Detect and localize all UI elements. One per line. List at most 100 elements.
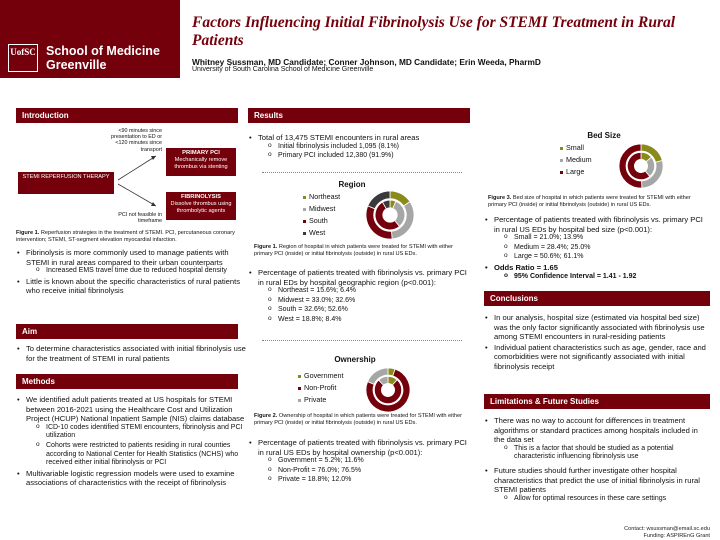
bedsize-legend: Small Medium Large <box>560 142 620 178</box>
legend-item: West <box>303 227 383 239</box>
intro-bullet-1-text: Fibrinolysis is more commonly used to ma… <box>26 248 229 267</box>
contact-info: Contact: wsussman@email.sc.edu <box>624 526 710 532</box>
limitations-bullet-1-text: There was no way to account for differen… <box>494 416 698 445</box>
legend-label: Private <box>304 395 327 404</box>
introduction-content: Fibrinolysis is more commonly used to ma… <box>16 248 246 297</box>
legend-label: Non-Profit <box>304 383 337 392</box>
limitations-content: There was no way to account for differen… <box>484 416 710 504</box>
region-chart-title: Region <box>338 180 366 189</box>
primary-pci-title: PRIMARY PCI <box>182 150 220 156</box>
figure1-intro-caption: Figure 1. Reperfusion strategies in the … <box>16 230 238 243</box>
ownership-donut-chart <box>365 367 411 413</box>
confidence-interval: 95% Confidence Interval = 1.41 - 1.92 <box>494 272 710 282</box>
aim-content: To determine characteristics associated … <box>16 344 246 364</box>
diagram-connectors <box>117 155 157 207</box>
divider-2 <box>262 340 462 341</box>
methods-content: We identified adult patients treated at … <box>16 395 246 489</box>
timing-note: <90 minutes since presentation to ED or … <box>111 128 162 153</box>
ownership-bullet: Percentage of patients treated with fibr… <box>248 438 472 485</box>
methods-header: Methods <box>16 374 238 389</box>
region-item: Midwest = 33.0%; 32.6% <box>258 296 472 306</box>
inner-slice-south <box>374 201 401 231</box>
region-legend: Northeast Midwest South West <box>303 191 383 239</box>
conclusions-bullet-1: In our analysis, hospital size (estimate… <box>484 313 710 342</box>
results-header: Results <box>248 108 470 123</box>
conclusions-content: In our analysis, hospital size (estimate… <box>484 313 710 373</box>
limitations-bullet-1: There was no way to account for differen… <box>484 416 710 462</box>
outer-slice-west <box>367 190 391 210</box>
results-summary: Total of 13,475 STEMI encounters in rura… <box>248 133 470 162</box>
inner-slice-non-profit <box>373 379 403 405</box>
legend-label: Northeast <box>309 192 341 201</box>
inner-slice-large <box>627 151 651 181</box>
affiliation: University of South Carolina School of M… <box>192 66 374 73</box>
intro-sub-1: Increased EMS travel time due to reduced… <box>26 266 246 276</box>
fibrinolysis-title: FIBRINOLYSIS <box>180 194 222 200</box>
pci-not-feasible-note: PCI not feasible in timeframe <box>118 212 162 225</box>
legend-item: Medium <box>560 154 620 166</box>
methods-bullet-1: We identified adult patients treated at … <box>16 395 246 468</box>
divider-1 <box>262 172 462 173</box>
legend-item: Small <box>560 142 620 154</box>
poster-title: Factors Influencing Initial Fibrinolysis… <box>192 14 676 49</box>
legend-swatch <box>560 158 563 162</box>
legend-label: Small <box>566 143 584 152</box>
legend-swatch <box>303 219 306 223</box>
odds-ratio: Odds Ratio = 1.65 95% Confidence Interva… <box>484 263 710 281</box>
figure-label: Figure 2. <box>254 413 278 419</box>
legend-label: Midwest <box>309 204 336 213</box>
bedsize-item: Small = 21.0%; 13.9% <box>494 233 710 243</box>
aim-header: Aim <box>16 324 238 339</box>
bedsize-item: Large = 50.6%; 61.1% <box>494 252 710 262</box>
aim-bullet: To determine characteristics associated … <box>16 344 246 363</box>
legend-swatch <box>303 231 306 235</box>
legend-swatch <box>560 146 563 150</box>
intro-bullet-1: Fibrinolysis is more commonly used to ma… <box>16 248 246 276</box>
limitations-bullet-2: Future studies should further investigat… <box>484 466 710 503</box>
odds-ratio-value: 1.65 <box>543 262 558 272</box>
figure-label: Figure 1. <box>16 230 40 236</box>
limitations-header: Limitations & Future Studies <box>484 394 710 409</box>
legend-item: Large <box>560 166 620 178</box>
region-bullet-text: Percentage of patients treated with fibr… <box>258 268 467 287</box>
bedsize-figure-caption: Figure 3. Bed size of hospital in which … <box>488 195 710 208</box>
ownership-figure-caption: Figure 2. Ownership of hospital in which… <box>254 413 468 426</box>
inner-slice-private <box>378 375 389 386</box>
limitations-sub-1: This is a factor that should be studied … <box>494 444 710 462</box>
fibrinolysis-desc: Dissolve thrombus using thrombolytic age… <box>170 201 232 214</box>
conclusions-header: Conclusions <box>484 291 710 306</box>
legend-item: Private <box>298 394 378 406</box>
legend-label: South <box>309 216 328 225</box>
results-bullet-1-text: Total of 13,475 STEMI encounters in rura… <box>258 133 420 142</box>
figure-caption-text: Ownership of hospital in which patients … <box>254 413 462 426</box>
ownership-legend: Government Non-Profit Private <box>298 370 378 406</box>
results-sub-1: Initial fibrinolysis included 1,095 (8.1… <box>258 142 470 152</box>
region-bullet: Percentage of patients treated with fibr… <box>248 268 472 325</box>
legend-item: Government <box>298 370 378 382</box>
bedsize-bullet-text: Percentage of patients treated with fibr… <box>494 215 703 234</box>
limitations-bullet-2-text: Future studies should further investigat… <box>494 465 700 495</box>
region-results: Percentage of patients treated with fibr… <box>248 268 472 326</box>
ownership-item: Non-Profit = 76.0%; 76.5% <box>258 466 472 476</box>
region-item: Northeast = 15.6%; 6.4% <box>258 286 472 296</box>
legend-item: Midwest <box>303 203 383 215</box>
ownership-results: Percentage of patients treated with fibr… <box>248 438 472 486</box>
legend-swatch <box>298 386 301 390</box>
legend-item: South <box>303 215 383 227</box>
results-sub-2: Primary PCI included 12,380 (91.9%) <box>258 151 470 161</box>
methods-sub-2: Cohorts were restricted to patients resi… <box>26 441 246 468</box>
funding-info: Funding: ASPIREnG Grant <box>643 533 710 539</box>
outer-slice-large <box>618 143 643 189</box>
bedsize-chart-title: Bed Size <box>587 131 621 140</box>
bedsize-item: Medium = 28.4%; 25.0% <box>494 243 710 253</box>
school-logo-banner: UofSC School of Medicine Greenville <box>0 0 180 78</box>
region-donut-chart <box>365 190 415 240</box>
methods-bullet-2: Multivariable logistic regression models… <box>16 469 246 488</box>
legend-label: Government <box>304 371 344 380</box>
legend-label: West <box>309 228 326 237</box>
figure-label: Figure 3. <box>488 195 512 201</box>
legend-item: Non-Profit <box>298 382 378 394</box>
inner-slice-west <box>381 199 391 210</box>
stemi-reperfusion-box: STEMI REPERFUSION THERAPY <box>18 172 114 194</box>
ownership-chart-title: Ownership <box>334 355 376 364</box>
